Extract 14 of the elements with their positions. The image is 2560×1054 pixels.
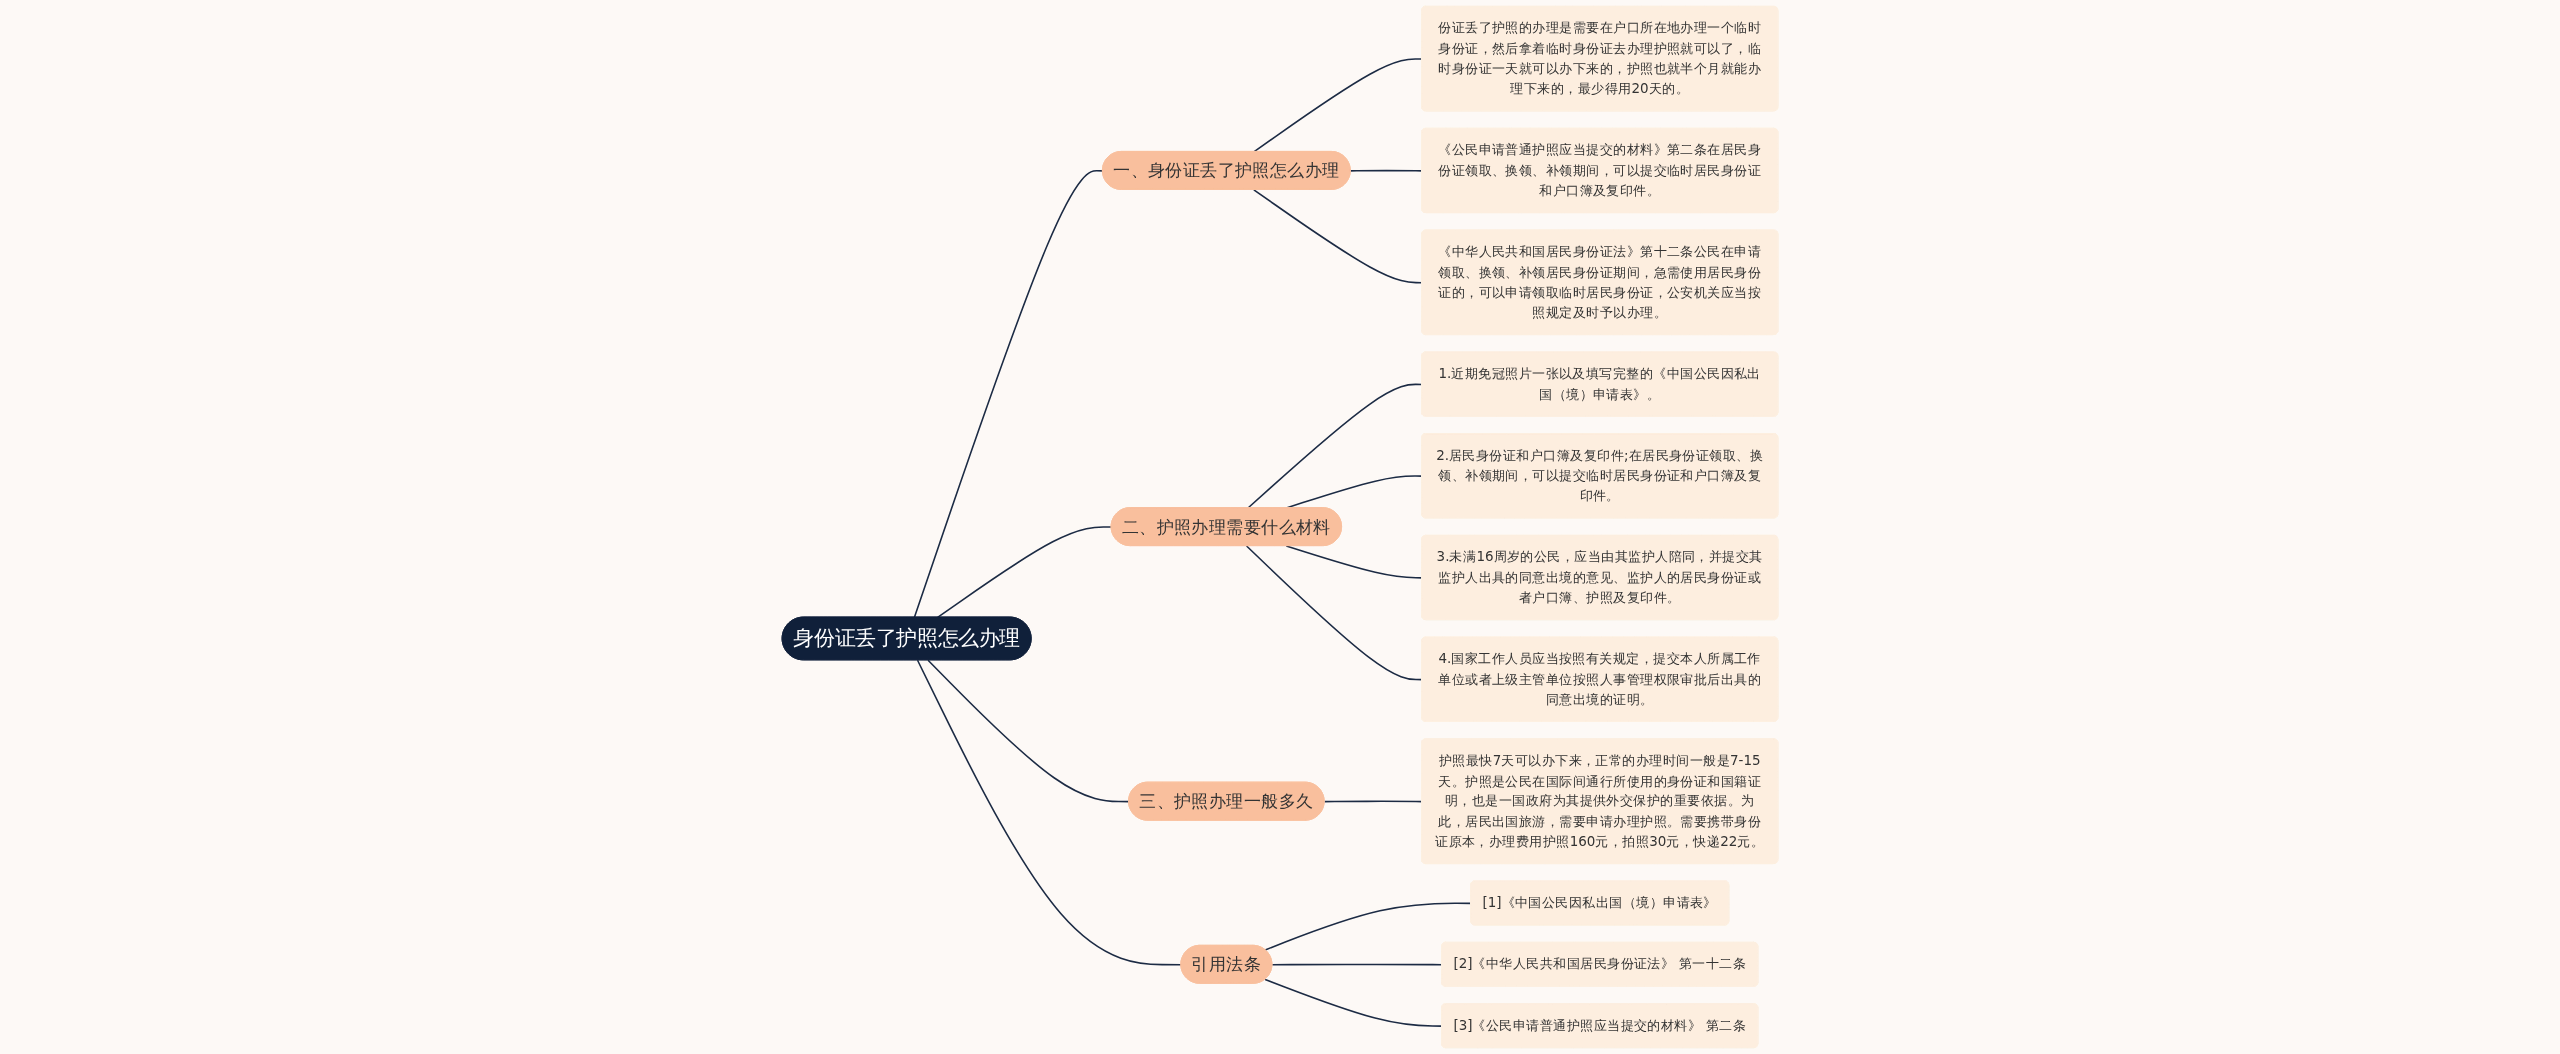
connector: [1264, 902, 1472, 951]
connector: [1323, 800, 1423, 803]
connector: [913, 170, 1104, 619]
connector: [916, 659, 1182, 966]
connector: [1245, 545, 1423, 681]
connector: [927, 659, 1130, 803]
connector: [1247, 383, 1423, 509]
connector: [936, 526, 1113, 619]
connector: [1285, 545, 1423, 579]
connector: [1253, 189, 1423, 284]
connector: [1349, 169, 1423, 172]
connector: [1253, 58, 1423, 153]
connector: [1264, 978, 1443, 1027]
connector: [1271, 963, 1443, 966]
